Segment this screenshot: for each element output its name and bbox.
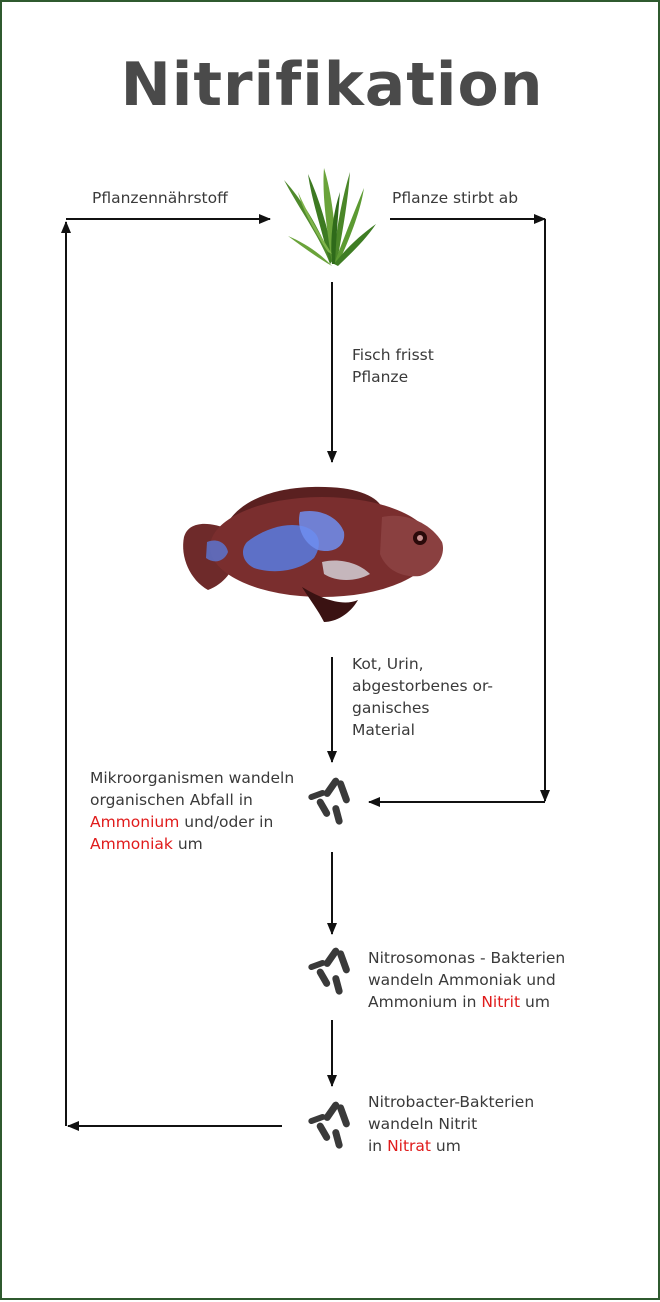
plant-icon [284,168,376,266]
bacteria-icon [308,946,351,995]
step2-line3-post: um [520,993,550,1011]
fish-icon [183,487,443,622]
step1-line1: Mikroorganismen wandeln [90,767,294,789]
step2-line3: Ammonium in Nitrit um [368,991,565,1013]
step3-line3: in Nitrat um [368,1135,534,1157]
step3-line1: Nitrobacter-Bakterien [368,1091,534,1113]
label-fish-eats-plant: Fisch frisst Pflanze [352,344,434,388]
label-waste-line1: Kot, Urin, [352,653,493,675]
bacteria-icon [308,776,351,825]
step2-line1: Nitrosomonas - Bakterien [368,947,565,969]
step2-line3-pre: Ammonium in [368,993,481,1011]
label-waste-line3: ganisches [352,697,493,719]
step3-line3-pre: in [368,1137,387,1155]
label-plant-nutrient: Pflanzennährstoff [92,187,228,209]
step1-line4-rest: um [173,835,203,853]
label-waste-line2: abgestorbenes or- [352,675,493,697]
step1-line2: organischen Abfall in [90,789,294,811]
highlight-ammoniak: Ammoniak [90,835,173,853]
label-fish-eats-line2: Pflanze [352,366,434,388]
label-fish-eats-line1: Fisch frisst [352,344,434,366]
step-microorganisms: Mikroorganismen wandeln organischen Abfa… [90,767,294,855]
highlight-nitrit: Nitrit [481,993,520,1011]
label-waste: Kot, Urin, abgestorbenes or- ganisches M… [352,653,493,741]
step-nitrobacter: Nitrobacter-Bakterien wandeln Nitrit in … [368,1091,534,1157]
label-plant-dies: Pflanze stirbt ab [392,187,518,209]
highlight-ammonium: Ammonium [90,813,179,831]
bacteria-icon [308,1100,351,1149]
step3-line3-post: um [431,1137,461,1155]
label-waste-line4: Material [352,719,493,741]
highlight-nitrat: Nitrat [387,1137,431,1155]
step1-line3: Ammonium und/oder in [90,811,294,833]
step1-line3-rest: und/oder in [179,813,273,831]
step3-line2: wandeln Nitrit [368,1113,534,1135]
step-nitrosomonas: Nitrosomonas - Bakterien wandeln Ammonia… [368,947,565,1013]
step1-line4: Ammoniak um [90,833,294,855]
step2-line2: wandeln Ammoniak und [368,969,565,991]
